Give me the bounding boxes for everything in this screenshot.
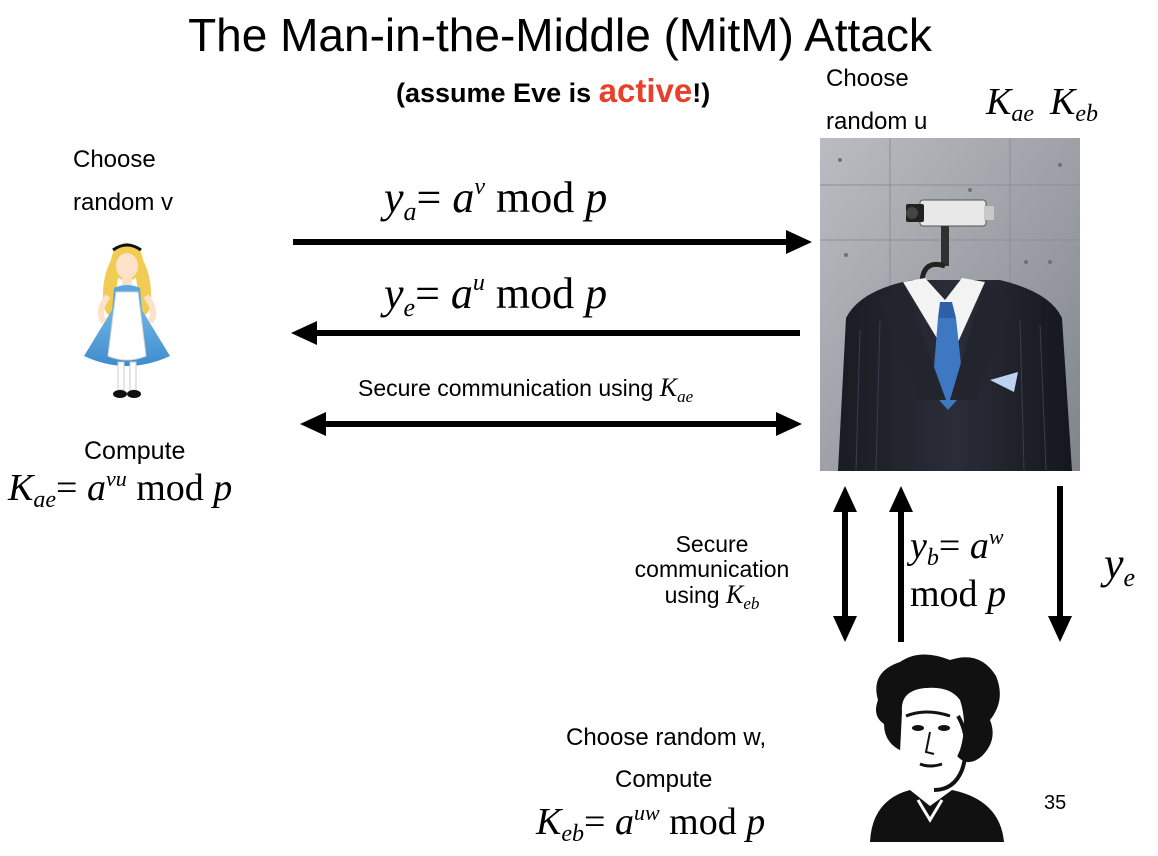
arrow-ya-right: [293, 230, 812, 254]
message-ye-formula: ye= au mod p: [384, 269, 608, 322]
slide-title: The Man-in-the-Middle (MitM) Attack: [188, 9, 932, 61]
message-ye-down-formula: ye: [1104, 539, 1136, 592]
alice-compute-label: Compute: [84, 437, 186, 465]
bob-choose-label: Choose random w,: [566, 724, 767, 751]
arrow-yb-up: [889, 486, 913, 642]
arrow-secure-eb-bidirectional: [833, 486, 857, 642]
bob-key-formula: Keb= auw mod p: [536, 800, 766, 847]
secure-eb-label: Secure communication using Keb: [634, 531, 790, 613]
alice-figure: [84, 243, 170, 398]
active-highlight: active: [598, 72, 693, 109]
bob-compute-label: Compute: [615, 766, 713, 793]
subtitle: (assume Eve is active!): [396, 72, 711, 109]
arrow-ye-left: [291, 321, 800, 345]
alice-key-formula: Kae= avu mod p: [8, 466, 233, 513]
eve-choose-label: Choose random u: [826, 65, 928, 135]
slide-number: 35: [1044, 792, 1067, 814]
alice-choose-label: Choose random v: [73, 146, 174, 216]
arrow-ye-down: [1048, 486, 1072, 642]
eve-camera-suit-photo: [820, 138, 1080, 471]
message-yb-formula: yb= aw mod p: [910, 524, 1007, 615]
bob-portrait: [870, 654, 1004, 842]
secure-ae-label: Secure communication using Kae: [358, 373, 694, 406]
arrow-secure-ae-bidirectional: [300, 412, 802, 436]
message-ya-formula: ya= av mod p: [384, 173, 608, 226]
